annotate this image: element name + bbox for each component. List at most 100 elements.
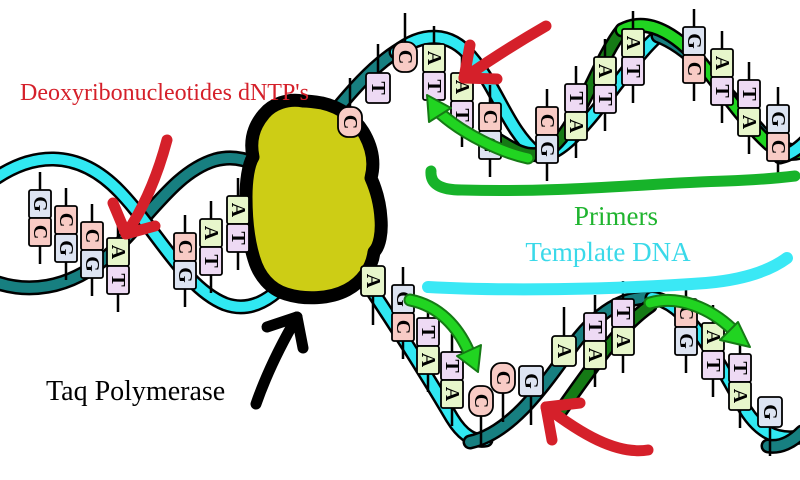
base-letter-C: C (767, 140, 789, 154)
base-C (766, 132, 790, 162)
base-letter-T: T (565, 91, 587, 105)
base-A (728, 381, 752, 411)
base-letter-T: T (200, 254, 222, 268)
bottom-right-extension-arrow-head (719, 321, 751, 348)
base-C (28, 217, 52, 247)
base-letter-A: A (594, 64, 616, 79)
base-letter-G: G (536, 141, 558, 157)
primers-label: Primers (574, 201, 658, 231)
base-A (737, 107, 761, 137)
taq-polymerase-label: Taq Polymerase (46, 376, 225, 407)
base-letter-C: C (81, 229, 103, 243)
base-letter-C: C (492, 371, 514, 385)
base-letter-C: C (55, 213, 77, 227)
base-C (337, 106, 363, 138)
base-letter-T: T (594, 92, 616, 106)
bottom-primer-arrow-head (456, 344, 482, 373)
bottom-right-extension-arrow-shaft (645, 295, 737, 334)
base-letter-G: G (29, 196, 51, 212)
base-A (440, 379, 464, 409)
left-red-arrow-barbs (107, 197, 161, 240)
base-letter-T: T (711, 84, 733, 98)
base-letter-T: T (107, 273, 129, 287)
base-G (757, 396, 783, 428)
base-letter-G: G (81, 256, 103, 272)
taq-polymerase-enzyme (239, 93, 388, 305)
base-G (535, 134, 559, 164)
taq-arrow-shaft (250, 311, 303, 410)
base-letter-G: G (55, 240, 77, 256)
base-G (173, 260, 197, 290)
base-G (518, 365, 544, 397)
top-primer-arrow-shaft (436, 109, 533, 163)
top-right-red-arrow-barbs (458, 39, 503, 85)
bottom-red-arrow-shaft (540, 401, 654, 457)
base-C (391, 312, 415, 342)
base-letter-A: A (423, 51, 445, 66)
base-letter-T: T (423, 79, 445, 93)
left-red-arrow-shaft (120, 134, 173, 240)
base-letter-A: A (729, 389, 751, 404)
dntp-arrows (107, 20, 654, 457)
dntps-label: Deoxyribonucleotides dNTP's (20, 80, 309, 106)
base-letter-C: C (339, 115, 361, 129)
base-letter-T: T (367, 81, 389, 95)
base-letter-A: A (565, 119, 587, 134)
left-helix-front-strand (0, 154, 297, 312)
base-letter-C: C (394, 50, 416, 64)
base-C (468, 385, 494, 417)
base-letter-T: T (612, 306, 634, 320)
base-A (564, 111, 588, 141)
base-letter-C: C (683, 62, 705, 76)
base-G (54, 233, 78, 263)
base-letter-C: C (29, 225, 51, 239)
base-T (226, 223, 250, 253)
base-T (710, 76, 734, 106)
base-letter-G: G (174, 267, 196, 283)
taq-arrow-barbs (261, 311, 309, 354)
base-letter-T: T (622, 64, 644, 78)
top-right-red-arrow-shaft (458, 20, 552, 84)
base-letter-C: C (479, 110, 501, 124)
base-letter-A: A (441, 387, 463, 402)
base-letter-C: C (470, 394, 492, 408)
base-G (674, 326, 698, 356)
taq-arrow (250, 311, 309, 410)
base-letter-A: A (622, 36, 644, 51)
top-primer-arrow-head (426, 94, 452, 123)
base-A (583, 340, 607, 370)
base-letter-A: A (107, 245, 129, 260)
base-letter-A: A (702, 330, 724, 345)
base-T (199, 246, 223, 276)
base-letter-A: A (417, 353, 439, 368)
base-letter-T: T (227, 231, 249, 245)
base-letter-C: C (392, 320, 414, 334)
base-G (80, 249, 104, 279)
base-letter-A: A (200, 226, 222, 241)
base-letter-G: G (675, 333, 697, 349)
base-letter-A: A (738, 115, 760, 130)
base-letter-A: A (362, 274, 384, 289)
base-C (392, 41, 418, 73)
primer-arrows (403, 94, 751, 373)
template-dna-label: Template DNA (525, 237, 691, 267)
base-T (106, 265, 130, 295)
base-letter-A: A (227, 203, 249, 218)
base-letter-G: G (759, 404, 781, 420)
base-T (365, 72, 391, 104)
base-letter-T: T (441, 359, 463, 373)
base-A (360, 265, 386, 297)
base-letter-A: A (612, 334, 634, 349)
base-letter-T: T (417, 325, 439, 339)
base-A (611, 326, 635, 356)
base-letter-C: C (174, 240, 196, 254)
base-letter-A: A (711, 56, 733, 71)
base-T (593, 84, 617, 114)
bottom-primer-arrow-shaft (405, 295, 473, 355)
base-C (490, 362, 516, 394)
base-T (621, 56, 645, 86)
template-dna-underline (422, 252, 793, 296)
